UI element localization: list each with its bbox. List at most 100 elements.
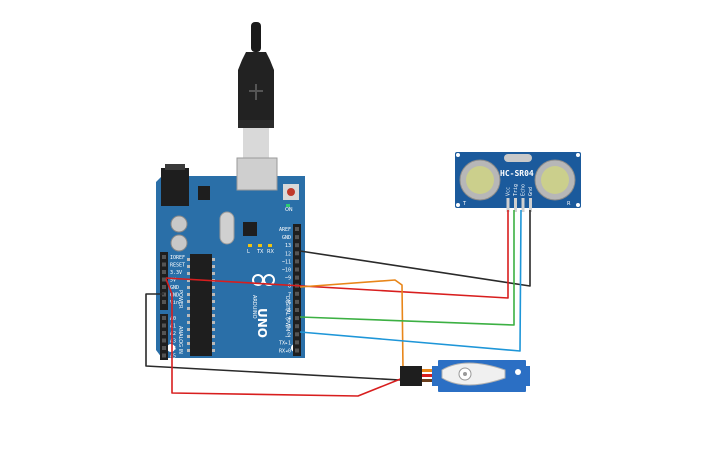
digital-pin-label: 12 bbox=[285, 251, 291, 257]
power-pin[interactable] bbox=[162, 262, 166, 267]
digital-pin-label: 4 bbox=[288, 316, 291, 322]
micro-servo[interactable] bbox=[400, 360, 530, 392]
chip-pin bbox=[187, 272, 190, 275]
digital-pin[interactable] bbox=[295, 340, 299, 345]
wire-5v-to-sensor-vcc[interactable] bbox=[165, 210, 509, 299]
digital-pin-label: RX◂0 bbox=[279, 349, 291, 355]
sensor-pin[interactable] bbox=[521, 198, 525, 212]
sensor-t-mark: T bbox=[462, 201, 467, 207]
chip-pin bbox=[187, 321, 190, 324]
chip-pin bbox=[212, 258, 215, 261]
power-pin-label: Vin bbox=[170, 300, 179, 306]
digital-pin[interactable] bbox=[295, 348, 299, 353]
digital-pin[interactable] bbox=[295, 227, 299, 231]
chip-pin bbox=[187, 349, 190, 352]
sensor-pin-label: Echo bbox=[521, 184, 527, 196]
wire-pin9-to-servo-signal[interactable] bbox=[299, 279, 404, 371]
analog-pin[interactable] bbox=[162, 346, 166, 350]
sensor-pin[interactable] bbox=[529, 198, 532, 212]
wire-gnd-to-sensor-gnd[interactable] bbox=[299, 210, 531, 287]
wire-5v-to-servo-vcc[interactable] bbox=[165, 278, 404, 397]
digital-pin[interactable] bbox=[295, 243, 299, 248]
digital-pin[interactable] bbox=[295, 316, 299, 321]
digital-pin-label: ~11 bbox=[282, 259, 291, 265]
analog-header bbox=[160, 314, 168, 360]
analog-pin-label: A4 bbox=[170, 346, 176, 352]
capacitor bbox=[170, 234, 188, 252]
digital-pin[interactable] bbox=[295, 275, 299, 280]
chip-pin bbox=[187, 300, 190, 303]
digital-pin-label: ~3 bbox=[285, 324, 291, 330]
power-pin-label: 5V bbox=[170, 278, 176, 284]
usb-cable-cord bbox=[251, 22, 261, 52]
chip-pin bbox=[212, 300, 215, 303]
power-pin[interactable] bbox=[162, 285, 166, 289]
wires bbox=[145, 209, 531, 397]
chip-pin bbox=[187, 328, 190, 331]
chip-pin bbox=[212, 265, 215, 268]
chip-pin bbox=[212, 272, 215, 275]
digital-pin[interactable] bbox=[295, 308, 299, 312]
power-pin-label: RESET bbox=[170, 263, 185, 269]
analog-pin-label: A5 bbox=[170, 354, 176, 360]
power-pin-label: 3.3V bbox=[170, 270, 182, 276]
power-pin[interactable] bbox=[162, 255, 166, 259]
arduino-uno-board[interactable]: ON L TX RX ARDUINO UNO AREFGND1312~11~10… bbox=[156, 157, 305, 360]
digital-title: DIGITAL (PWM~) bbox=[284, 296, 290, 338]
usb-cable bbox=[238, 22, 274, 158]
crystal-oscillator bbox=[219, 211, 235, 245]
digital-pin[interactable] bbox=[295, 259, 299, 264]
digital-pin[interactable] bbox=[295, 324, 299, 329]
digital-pin[interactable] bbox=[295, 267, 299, 272]
chip-pin bbox=[187, 342, 190, 345]
sensor-r-mark: R bbox=[567, 201, 571, 207]
sensor-pin[interactable] bbox=[506, 198, 510, 212]
dc-power-jack bbox=[161, 168, 189, 206]
power-pin[interactable] bbox=[162, 277, 166, 282]
digital-pin[interactable] bbox=[295, 251, 299, 256]
servo-horn[interactable] bbox=[441, 362, 506, 386]
sensor-pin-label: Vcc bbox=[506, 187, 512, 196]
digital-pin[interactable] bbox=[295, 235, 299, 240]
power-pin[interactable] bbox=[162, 270, 166, 274]
chip-pin bbox=[212, 349, 215, 352]
usb-jack bbox=[236, 157, 278, 191]
analog-pin[interactable] bbox=[162, 338, 166, 343]
digital-pin-label: TX▸1 bbox=[279, 340, 291, 346]
chip-pin bbox=[212, 314, 215, 317]
wire-pin3-to-sensor-echo[interactable] bbox=[299, 209, 522, 352]
digital-pin-label: ~6 bbox=[285, 300, 291, 306]
analog-pin[interactable] bbox=[162, 331, 166, 335]
analog-pin[interactable] bbox=[162, 316, 166, 320]
chip-pin bbox=[187, 293, 190, 296]
digital-pin[interactable] bbox=[295, 291, 299, 296]
sensor-pin[interactable] bbox=[514, 198, 517, 212]
led-label-rx: RX bbox=[267, 249, 274, 255]
chip-pin bbox=[187, 314, 190, 317]
analog-title: ANALOG IN bbox=[177, 326, 183, 354]
chip-pin bbox=[212, 342, 215, 345]
capacitor bbox=[170, 215, 188, 233]
analog-pin[interactable] bbox=[162, 353, 166, 358]
digital-pin-label: 7 bbox=[288, 292, 291, 298]
digital-pin-label: 8 bbox=[288, 284, 291, 290]
led-label-l: L bbox=[247, 249, 250, 255]
sensor-pin-label: Trig bbox=[513, 184, 519, 196]
chip-pin bbox=[212, 286, 215, 289]
chip-pin bbox=[212, 321, 215, 324]
digital-pin-label: ~9 bbox=[285, 276, 291, 282]
power-pin[interactable] bbox=[162, 300, 166, 304]
arduino-logo-icon bbox=[252, 274, 275, 286]
on-label: ON bbox=[285, 207, 293, 213]
wire-gnd-to-servo-gnd[interactable] bbox=[145, 293, 401, 381]
digital-pin[interactable] bbox=[295, 299, 299, 304]
wire-pin5-to-sensor-trig[interactable] bbox=[299, 210, 515, 326]
sensor-pin-label: Gnd bbox=[528, 187, 534, 196]
analog-pin[interactable] bbox=[162, 323, 166, 328]
chip-pin bbox=[187, 286, 190, 289]
atmega-chip bbox=[190, 254, 212, 356]
power-title: POWER bbox=[177, 290, 183, 309]
digital-pin[interactable] bbox=[295, 332, 299, 337]
